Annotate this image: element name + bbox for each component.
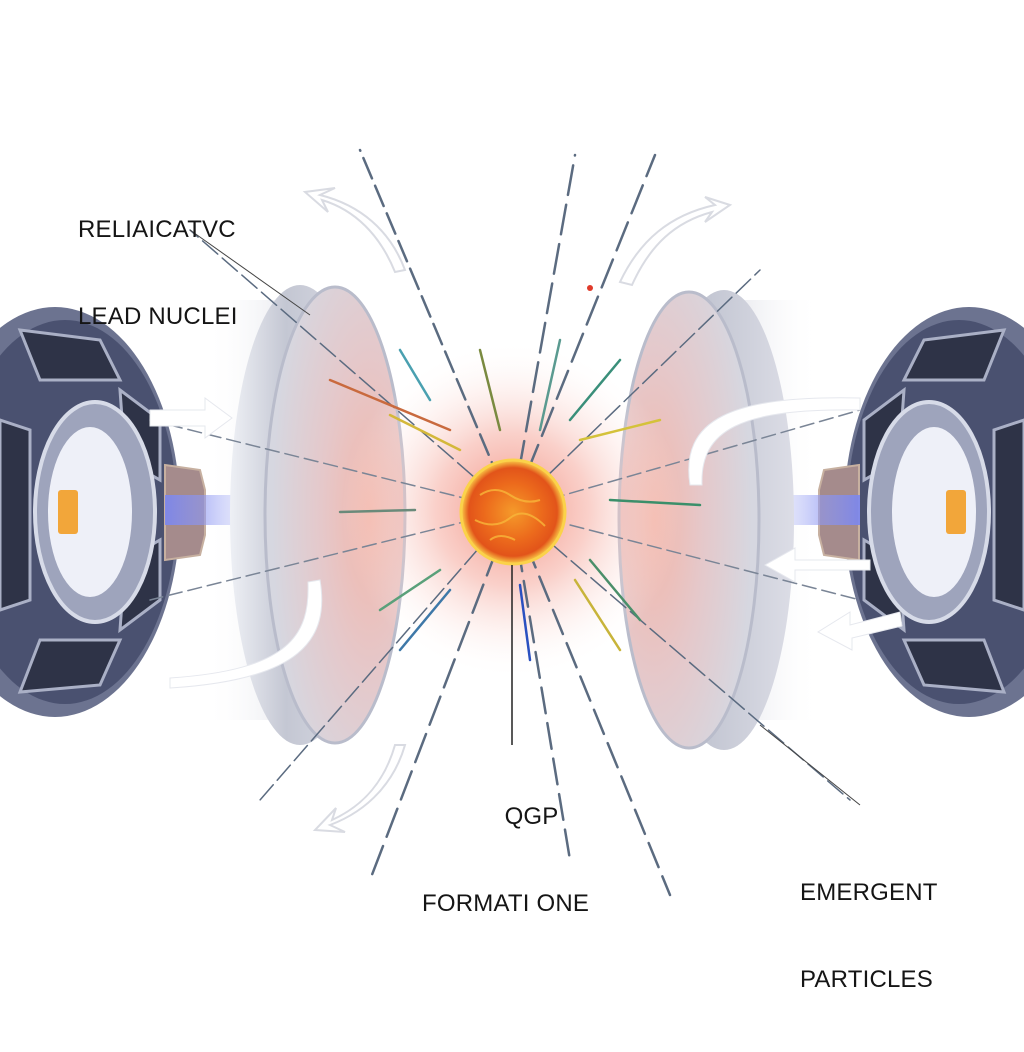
white-flow-arrows: [149, 397, 903, 689]
nuclei-pointer-line: [189, 229, 311, 316]
motion-arrows: [302, 187, 733, 833]
left-detector-ring: [0, 307, 285, 717]
label-qgp-formation: QGP FORMATI ONE: [422, 803, 590, 917]
qgp-fireball: [459, 458, 567, 566]
particles-pointer-line: [759, 724, 861, 806]
collision-diagram: RELIAICATVC LEAD NUCLEI QGP FORMATI ONE …: [0, 148, 1024, 993]
label-emergent-particles: EMERGENT PARTICLES: [800, 879, 938, 993]
label-relativistic-lead-nuclei: RELIAICATVC LEAD NUCLEI: [78, 216, 238, 330]
